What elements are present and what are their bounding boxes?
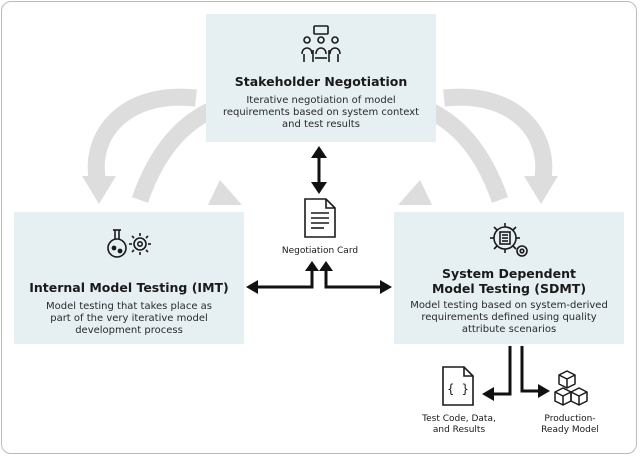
arrowhead-up-stakeholder — [311, 146, 327, 158]
production-model-line2: Ready Model — [541, 425, 599, 435]
stakeholder-negotiation-box: Stakeholder Negotiation Iterative negoti… — [206, 14, 436, 142]
sdmt-title-line2: Model Testing (SDMT) — [431, 281, 587, 296]
arrowhead-up-right-card — [319, 261, 333, 271]
connector-card-sdmt — [324, 270, 382, 289]
gears-document-icon — [490, 223, 528, 257]
connector-sdmt-production — [520, 346, 540, 393]
document-icon — [304, 198, 336, 238]
cycle-arrowhead-4 — [398, 180, 432, 205]
test-code-caption: Test Code, Data, and Results — [404, 414, 514, 436]
sdmt-description: Model testing based on system-derived re… — [410, 300, 608, 335]
arrowhead-up-left-card — [305, 261, 319, 271]
arrowhead-right-production — [538, 384, 550, 398]
test-code-line1: Test Code, Data, — [422, 414, 496, 424]
production-model-caption: Production- Ready Model — [520, 414, 620, 436]
code-file-icon: { } — [442, 366, 474, 406]
imt-description: Model testing that takes place as part o… — [46, 301, 212, 336]
cycle-arrowhead-2 — [208, 180, 242, 205]
cycle-arrow-top-left — [87, 88, 197, 184]
cycle-arrowhead-1 — [82, 176, 116, 204]
group-meeting-icon — [301, 25, 341, 62]
cycle-arrowhead-3 — [524, 176, 558, 204]
stakeholder-description: Iterative negotiation of model requireme… — [222, 95, 420, 130]
imt-box: Internal Model Testing (IMT) Model testi… — [14, 212, 244, 344]
stakeholder-title: Stakeholder Negotiation — [234, 74, 408, 89]
cycle-arrow-top-right — [443, 88, 553, 184]
arrowhead-down-card — [311, 182, 327, 194]
svg-text:{ }: { } — [447, 382, 469, 396]
production-model-line1: Production- — [544, 414, 596, 424]
test-code-line2: and Results — [432, 425, 486, 435]
cubes-icon — [554, 370, 588, 406]
connector-card-imt — [256, 270, 314, 289]
arrowhead-left-testcode — [482, 387, 494, 401]
connector-sdmt-testcode — [492, 346, 512, 396]
negotiation-card-label: Negotiation Card — [281, 246, 359, 256]
arrowhead-right-sdmt — [380, 280, 392, 294]
sdmt-title-line1: System Dependent — [442, 266, 576, 281]
sdmt-box: System Dependent Model Testing (SDMT) Mo… — [394, 212, 624, 344]
arrowhead-left-imt — [246, 280, 258, 294]
cycle-arrow-left-up — [131, 102, 216, 203]
imt-title: Internal Model Testing (IMT) — [29, 280, 229, 295]
flask-gear-icon — [107, 229, 151, 258]
